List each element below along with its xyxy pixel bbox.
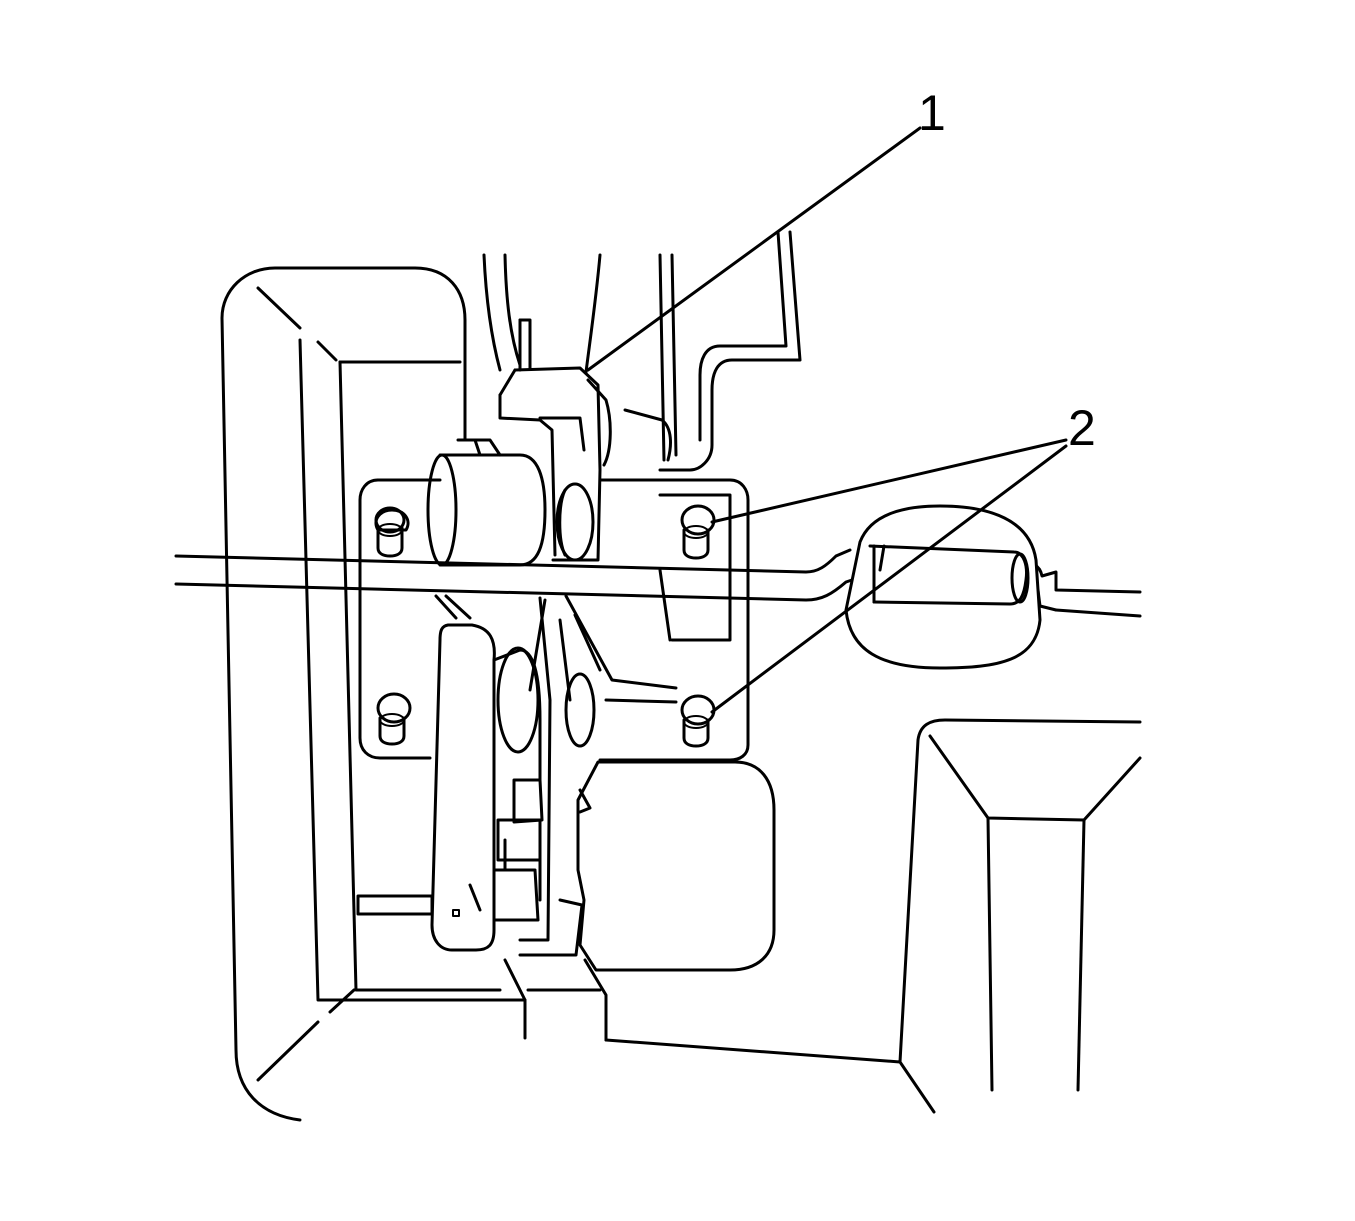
actuator-rod xyxy=(174,548,1142,618)
leader-line-2-lower xyxy=(710,444,1068,714)
rod-clip xyxy=(844,504,1042,670)
leader-line-1 xyxy=(586,126,922,372)
latch-bracket-plate xyxy=(358,478,750,762)
bolt-upper-right xyxy=(680,504,716,560)
bolt-lower-right xyxy=(680,694,716,748)
latch-mechanism xyxy=(426,318,672,567)
latch-cover xyxy=(518,760,776,972)
callout-label-2: 2 xyxy=(1068,400,1096,456)
lower-latch xyxy=(356,594,678,952)
leader-line-2-upper xyxy=(710,438,1068,524)
bolt-upper-left xyxy=(374,506,410,558)
callout-label-1: 1 xyxy=(918,85,946,141)
bolt-lower-left xyxy=(376,692,412,746)
lower-right-housing xyxy=(503,718,1142,1114)
upper-channel xyxy=(482,230,802,472)
